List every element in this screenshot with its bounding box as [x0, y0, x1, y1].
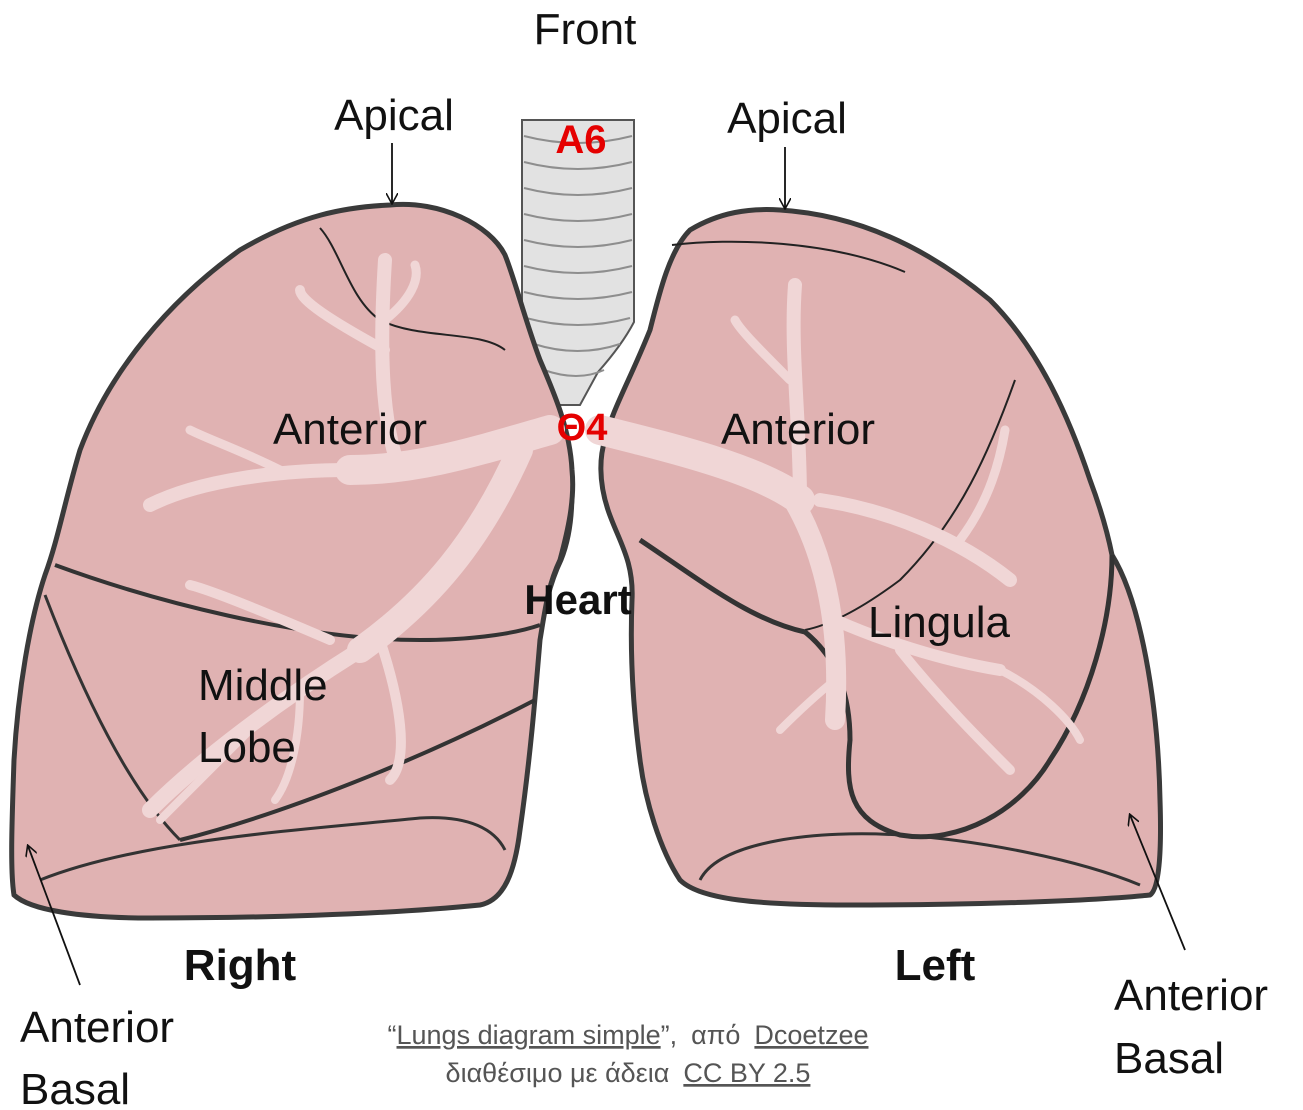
label-anterior-basal-right-line1: Anterior: [20, 1003, 174, 1052]
credit-line-2: διαθέσιμο με άδεια CC BY 2.5: [446, 1058, 811, 1088]
credit-license-link[interactable]: CC BY 2.5: [683, 1058, 810, 1088]
label-anterior-right: Anterior: [273, 405, 427, 454]
credit-title-link[interactable]: Lungs diagram simple: [397, 1020, 661, 1050]
label-anterior-basal-left-line2: Basal: [1114, 1034, 1224, 1083]
label-right: Right: [184, 941, 297, 990]
title-front: Front: [534, 5, 637, 54]
credit-close-quote: ”,: [661, 1020, 678, 1050]
label-anterior-left: Anterior: [721, 405, 875, 454]
label-lingula: Lingula: [868, 598, 1010, 647]
label-apical-right: Apical: [334, 91, 454, 140]
credit-available: διαθέσιμο με άδεια: [446, 1058, 670, 1088]
label-middle-lobe-line2: Lobe: [198, 723, 296, 772]
credit-line-1: “Lungs diagram simple”, από Dcoetzee: [388, 1020, 869, 1050]
label-anterior-basal-left-line1: Anterior: [1114, 971, 1268, 1020]
marker-a6: A6: [555, 118, 606, 162]
label-apical-left: Apical: [727, 94, 847, 143]
left-lung: [600, 210, 1161, 905]
label-middle-lobe-line1: Middle: [198, 661, 328, 710]
right-lung: [12, 204, 573, 918]
credit-from: από: [691, 1020, 740, 1050]
label-left: Left: [895, 941, 976, 990]
marker-theta4: Θ4: [557, 407, 608, 449]
credit-author-link[interactable]: Dcoetzee: [754, 1020, 868, 1050]
label-anterior-basal-right-line2: Basal: [20, 1065, 130, 1110]
credit-open-quote: “: [388, 1020, 397, 1050]
label-heart: Heart: [524, 576, 631, 623]
